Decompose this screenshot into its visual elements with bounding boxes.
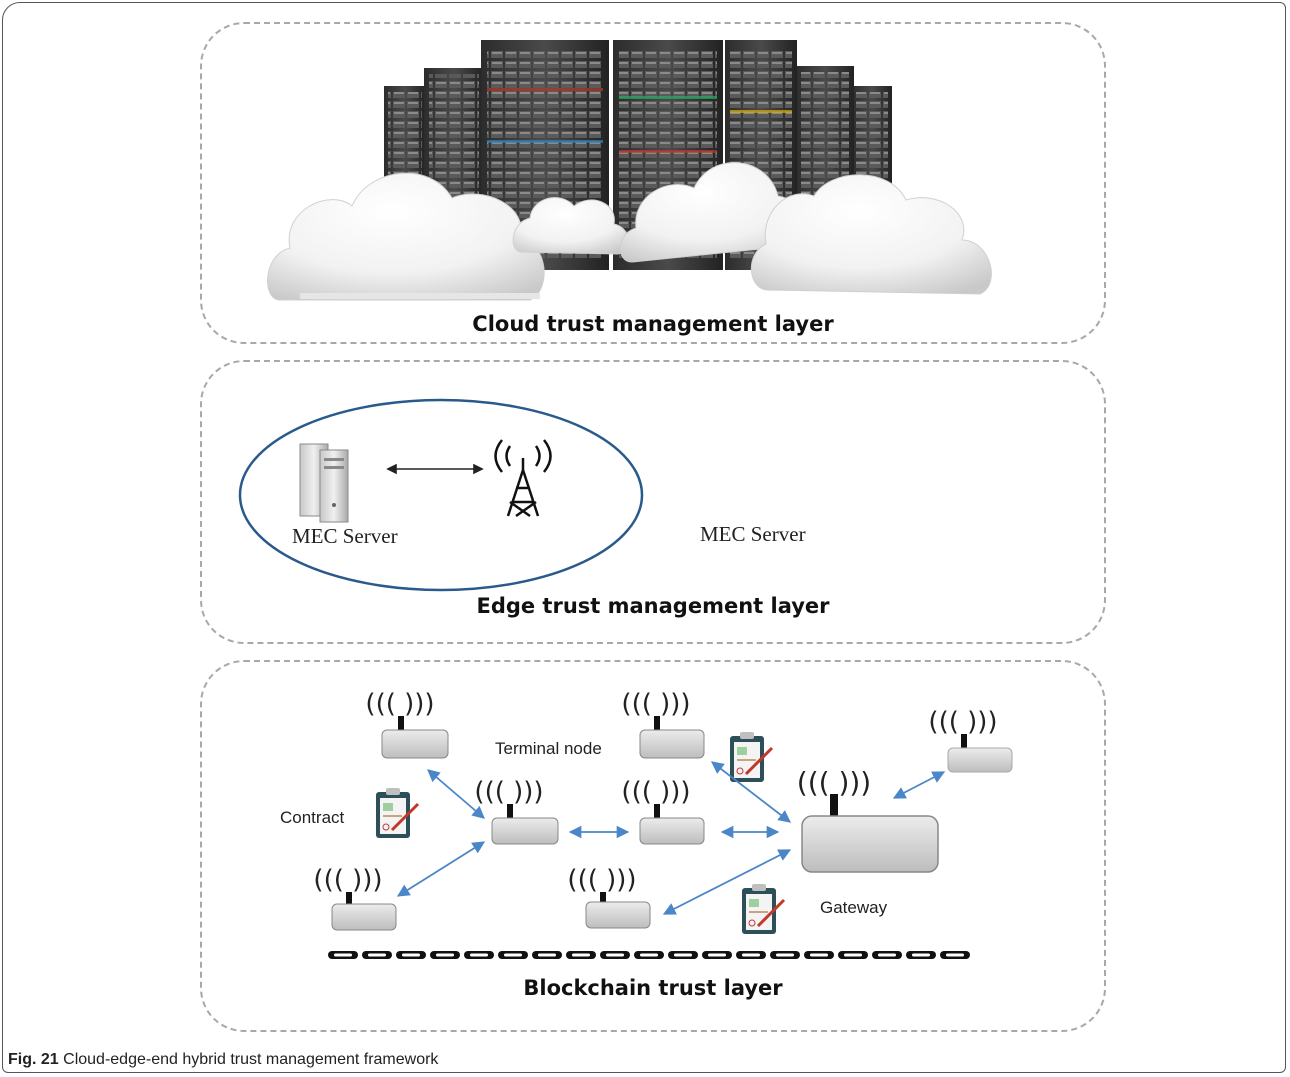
terminal-node-label: Terminal node	[495, 739, 602, 758]
chain-link-hole	[776, 953, 794, 957]
mec-server-label: MEC Server	[700, 522, 806, 546]
chain-link-hole	[470, 953, 488, 957]
chain-link-hole	[844, 953, 862, 957]
terminal-node-icon: ((( )))	[365, 689, 449, 759]
blockchain-layer-box: Blockchain trust layer	[200, 660, 1106, 1032]
cloud-layer-title: Cloud trust management layer	[472, 312, 834, 336]
figure-caption-text: Cloud-edge-end hybrid trust management f…	[58, 1051, 439, 1068]
chain-link-hole	[334, 953, 352, 957]
figure-number: Fig. 21	[8, 1051, 59, 1068]
svg-text:((( ))): ((( )))	[928, 707, 997, 737]
svg-text:((( ))): ((( )))	[567, 865, 636, 895]
contract-clipboard-icon	[730, 732, 774, 782]
terminal-node-icon: ((( )))	[621, 689, 705, 759]
chain-link-hole	[368, 953, 386, 957]
svg-text:((( ))): ((( )))	[365, 689, 434, 719]
svg-text:((( ))): ((( )))	[797, 766, 871, 799]
terminal-node-icon: ((( )))	[313, 865, 397, 931]
svg-text:((( ))): ((( )))	[621, 777, 690, 807]
blockchain-layer-title: Blockchain trust layer	[523, 976, 783, 1000]
chain-link-hole	[912, 953, 930, 957]
chain-link-hole	[402, 953, 420, 957]
contract-clipboard-icon	[376, 788, 420, 838]
svg-text:((( ))): ((( )))	[621, 689, 690, 719]
cloud-icon	[751, 174, 992, 295]
connection-arrows	[396, 761, 946, 915]
chain-link-hole	[572, 953, 590, 957]
chain-link-hole	[708, 953, 726, 957]
chain-link-hole	[810, 953, 828, 957]
contract-clipboard-icon	[742, 884, 786, 934]
connection-arrow	[892, 771, 946, 799]
chain-link-hole	[946, 953, 964, 957]
edge-layer-title: Edge trust management layer	[476, 594, 830, 618]
cloud-layer-box: Cloud trust management layer	[200, 22, 1106, 344]
connection-arrow	[662, 849, 792, 915]
chain-link-hole	[538, 953, 556, 957]
chain-link-hole	[436, 953, 454, 957]
mec-server-icon	[299, 443, 349, 523]
chain-link-hole	[504, 953, 522, 957]
svg-text:((( ))): ((( )))	[474, 777, 543, 807]
radio-tower-icon	[494, 439, 552, 518]
chain-link-hole	[606, 953, 624, 957]
chain-link-hole	[674, 953, 692, 957]
connection-arrow	[711, 761, 791, 823]
gateway-label: Gateway	[820, 898, 888, 917]
terminal-node-icon: ((( )))	[567, 865, 651, 929]
edge-cluster-ellipse	[238, 398, 644, 592]
mec-server-label: MEC Server	[292, 524, 398, 548]
connection-arrow	[427, 769, 485, 819]
bidirectional-arrow	[386, 463, 484, 475]
figure-caption: Fig. 21 Cloud-edge-end hybrid trust mana…	[8, 1051, 438, 1069]
chain-link-hole	[878, 953, 896, 957]
terminal-node-icon: ((( )))	[928, 707, 1013, 773]
terminal-node-icon: ((( )))	[474, 777, 559, 845]
chain-link-hole	[640, 953, 658, 957]
svg-text:((( ))): ((( )))	[313, 865, 382, 895]
chain-link-hole	[742, 953, 760, 957]
chain-icon	[328, 951, 970, 959]
edge-layer-box: Edge trust management layer	[200, 360, 1106, 644]
terminal-node-icon: ((( )))	[621, 777, 705, 845]
contract-label: Contract	[280, 808, 345, 827]
gateway-icon: ((( )))	[797, 766, 939, 873]
connection-arrow	[396, 841, 486, 897]
